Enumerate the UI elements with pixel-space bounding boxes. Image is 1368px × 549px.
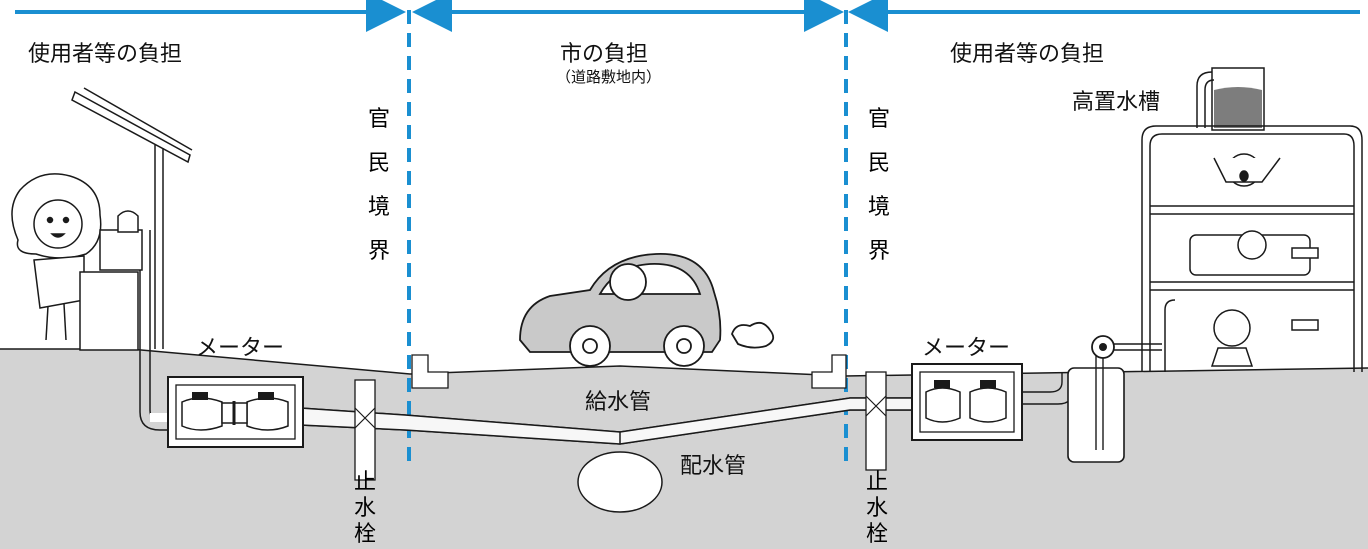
distribution-main-pipe [577, 451, 663, 513]
boundary-label-right: 官 民 境 界 [867, 107, 890, 264]
resident-figures [1189, 153, 1319, 367]
stop-valve-label-left: 止 水 栓 [353, 470, 376, 547]
water-meter-icon [167, 376, 304, 448]
woman-at-sink-icon [11, 173, 143, 351]
service-pipe-label: 給水管 [585, 390, 652, 415]
stop-valve-post-right [865, 371, 887, 471]
water-meter-icon [911, 363, 1023, 441]
receiving-tank [1022, 352, 1125, 463]
boundary-label-left: 官 民 境 界 [367, 107, 390, 264]
meter-label-left: メーター [196, 336, 285, 361]
distribution-main-label: 配水管 [680, 454, 747, 479]
pump-icon [1091, 335, 1162, 359]
car-with-driver-icon [519, 253, 775, 367]
stop-valve-label-right: 止 水 栓 [865, 470, 888, 547]
city-burden-sublabel: （道路敷地内） [556, 68, 662, 86]
house-roof-icon [71, 87, 193, 349]
apartment-building-icon [1141, 67, 1363, 372]
elevated-tank-label: 高置水槽 [1072, 90, 1161, 115]
city-burden-label: 市の負担 [560, 42, 649, 67]
curb-right [811, 354, 847, 389]
meter-label-right: メーター [922, 336, 1011, 361]
stop-valve-post-left [354, 379, 376, 481]
curb-left [411, 354, 449, 389]
left-user-burden-label: 使用者等の負担 [28, 42, 183, 67]
ground [0, 349, 1368, 549]
right-user-burden-label: 使用者等の負担 [950, 42, 1105, 67]
